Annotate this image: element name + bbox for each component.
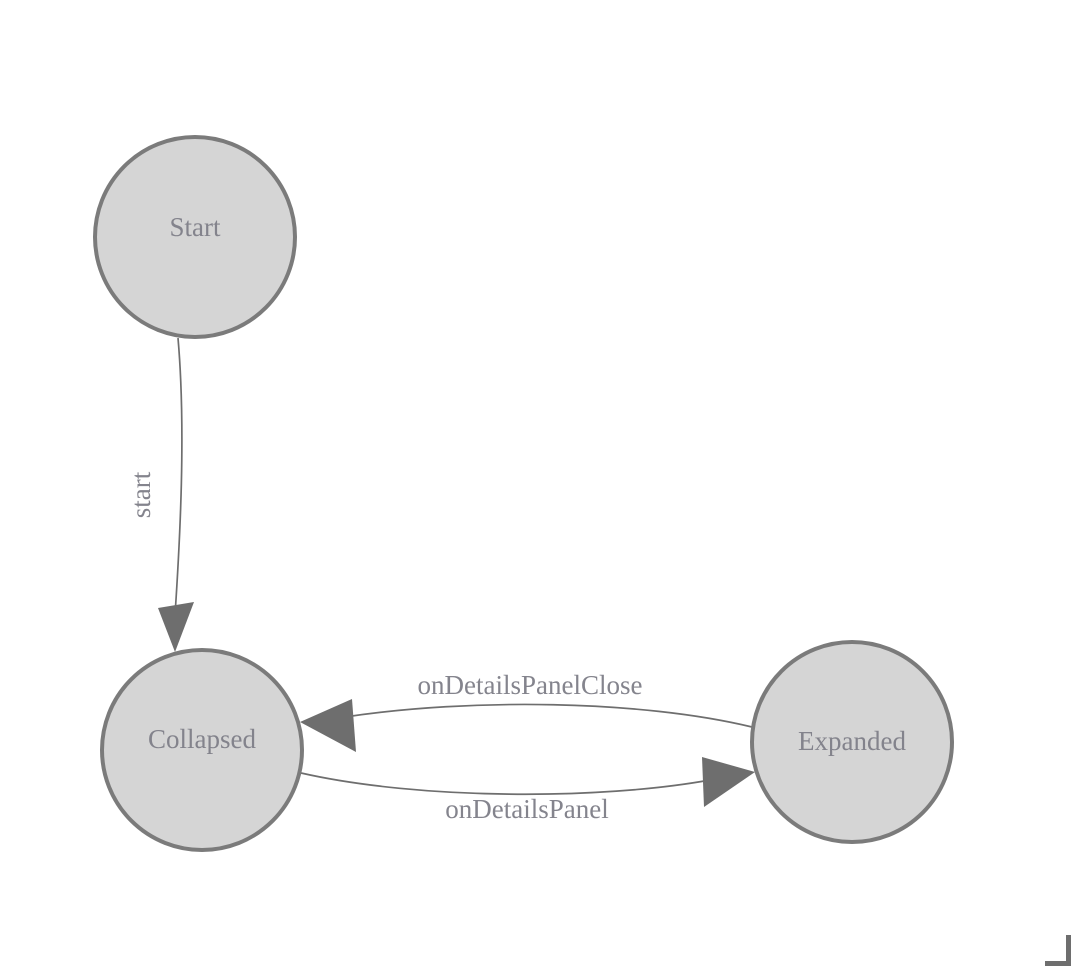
state-node-expanded-circle — [750, 640, 954, 844]
edge-expanded-to-collapsed-path — [344, 703, 753, 728]
state-node-start[interactable]: Start — [93, 135, 297, 339]
edge-collapsed-to-expanded-arrowhead — [702, 757, 755, 807]
state-node-expanded[interactable]: Expanded — [750, 640, 954, 844]
edge-collapsed-to-expanded[interactable]: onDetailsPanel — [300, 757, 755, 824]
edge-start-to-collapsed[interactable]: start — [126, 337, 194, 652]
edge-expanded-to-collapsed-arrowhead — [300, 699, 356, 752]
state-node-collapsed-circle — [100, 648, 304, 852]
edge-collapsed-to-expanded-path — [300, 772, 711, 796]
resize-grip-vertical-bar — [1066, 935, 1071, 966]
edge-expanded-to-collapsed[interactable]: onDetailsPanelClose — [300, 670, 753, 752]
state-node-collapsed-label: Collapsed — [148, 724, 256, 754]
state-node-start-circle — [93, 135, 297, 339]
state-node-start-label: Start — [170, 212, 221, 242]
edge-label-ondetailspanelclose: onDetailsPanelClose — [418, 670, 643, 700]
resize-grip-horizontal-bar — [1045, 961, 1071, 966]
edge-start-to-collapsed-arrowhead — [158, 602, 194, 652]
resize-grip-icon[interactable] — [1045, 935, 1071, 966]
state-node-collapsed[interactable]: Collapsed — [100, 648, 304, 852]
edge-label-start: start — [126, 471, 156, 518]
state-node-expanded-label: Expanded — [798, 726, 906, 756]
edge-label-ondetailspanel: onDetailsPanel — [445, 794, 608, 824]
edge-start-to-collapsed-path — [174, 337, 183, 616]
